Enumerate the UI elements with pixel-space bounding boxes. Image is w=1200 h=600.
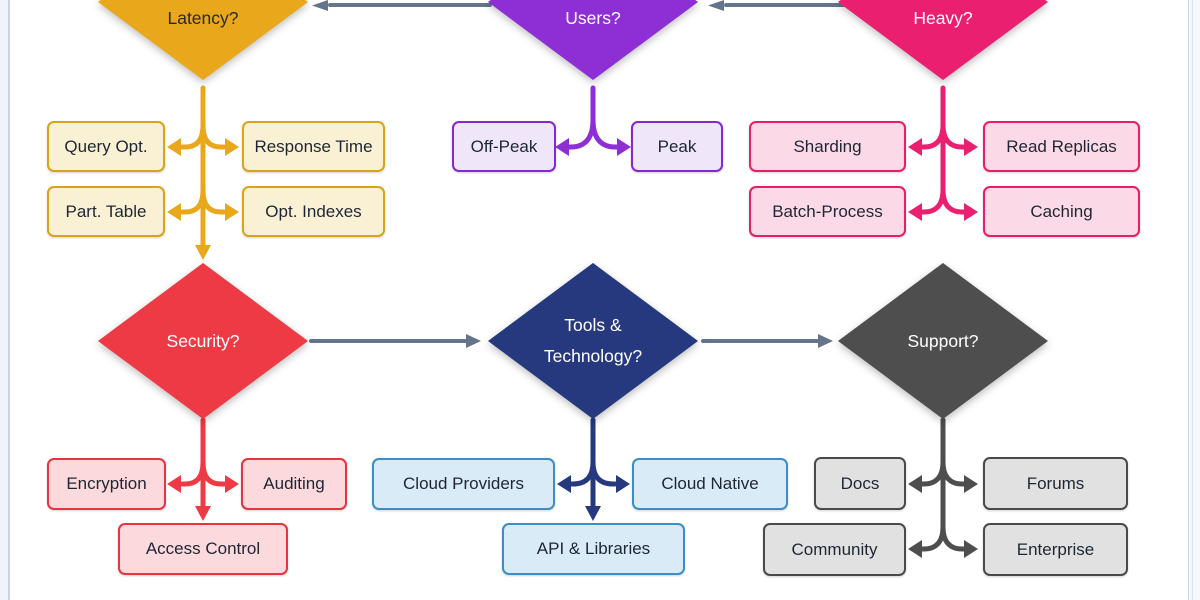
security-branch-arrowheads [167, 475, 239, 521]
node-docs-label: Docs [840, 473, 880, 493]
page-left-edge [0, 0, 10, 600]
node-response-time: Response Time [242, 121, 385, 172]
node-off-peak: Off-Peak [452, 121, 556, 172]
users-diamond [488, 0, 698, 80]
heavy-branch-arrowheads [908, 138, 978, 221]
security-diamond-shape: Security? [98, 263, 308, 419]
node-opt-indexes: Opt. Indexes [242, 186, 385, 237]
node-peak: Peak [631, 121, 723, 172]
node-query-opt: Query Opt. [47, 121, 165, 172]
tools-technology-label-line2: Technology? [543, 346, 643, 366]
support-diamond: Support? [838, 263, 1048, 419]
security-branch-lines [179, 417, 227, 511]
tools-branch-arrowheads [557, 475, 630, 521]
node-caching-label: Caching [1030, 201, 1093, 221]
node-enterprise-label: Enterprise [1016, 539, 1095, 559]
node-sharding: Sharding [749, 121, 906, 172]
node-api-libraries: API & Libraries [502, 523, 685, 575]
node-auditing-label: Auditing [263, 474, 325, 493]
tools-technology-label-line1: Tools & [564, 315, 622, 335]
users-branch-lines [566, 85, 620, 150]
node-community: Community [763, 523, 906, 576]
latency-diamond-label: Latency? [167, 8, 239, 28]
node-auditing: Auditing [241, 458, 347, 510]
node-cloud-providers: Cloud Providers [372, 458, 555, 510]
page-right-edge-line [1192, 0, 1193, 600]
heavy-branch-lines [919, 85, 967, 215]
node-forums-label: Forums [1026, 473, 1085, 493]
users-branch-arrowheads [555, 138, 631, 156]
security-diamond: Security? [98, 263, 308, 419]
node-opt-indexes-label: Opt. Indexes [265, 201, 362, 221]
node-cloud-native-label: Cloud Native [661, 474, 759, 493]
node-query-opt-label: Query Opt. [64, 136, 148, 156]
node-access-control-label: Access Control [145, 539, 261, 558]
node-caching: Caching [983, 186, 1140, 237]
tools-technology-diamond-shape: Tools & Technology? [488, 263, 698, 419]
node-api-libraries-label: API & Libraries [536, 539, 651, 558]
users-diamond-label: Users? [565, 8, 621, 28]
node-read-replicas: Read Replicas [983, 121, 1140, 172]
heavy-diamond [838, 0, 1048, 80]
tools-branch-lines [568, 417, 618, 511]
node-encryption-label: Encryption [66, 474, 147, 493]
page-right-edge [1188, 0, 1200, 600]
node-encryption: Encryption [47, 458, 166, 510]
node-part-table: Part. Table [47, 186, 165, 237]
node-access-control: Access Control [118, 523, 288, 575]
node-part-table-label: Part. Table [65, 201, 147, 221]
security-diamond-label: Security? [166, 330, 240, 351]
node-off-peak-label: Off-Peak [470, 136, 538, 156]
latency-branch-arrowheads [167, 138, 239, 260]
support-branch-arrowheads [908, 475, 978, 558]
node-forums: Forums [983, 457, 1128, 510]
heavy-diamond-label: Heavy? [913, 8, 973, 28]
node-batch-process: Batch-Process [749, 186, 906, 237]
tools-technology-diamond: Tools & Technology? [488, 263, 698, 419]
latency-branch-lines [179, 85, 227, 250]
node-read-replicas-label: Read Replicas [1006, 136, 1117, 156]
latency-diamond [98, 0, 308, 80]
node-peak-label: Peak [657, 136, 697, 156]
node-enterprise: Enterprise [983, 523, 1128, 576]
node-cloud-providers-label: Cloud Providers [403, 474, 524, 493]
node-docs: Docs [814, 457, 906, 510]
node-batch-process-label: Batch-Process [772, 201, 883, 221]
support-diamond-label: Support? [907, 330, 979, 351]
node-sharding-label: Sharding [793, 136, 862, 156]
support-diamond-shape: Support? [838, 263, 1048, 419]
node-community-label: Community [791, 539, 878, 559]
node-response-time-label: Response Time [254, 136, 373, 156]
node-cloud-native: Cloud Native [632, 458, 788, 510]
support-branch-lines [919, 417, 967, 552]
